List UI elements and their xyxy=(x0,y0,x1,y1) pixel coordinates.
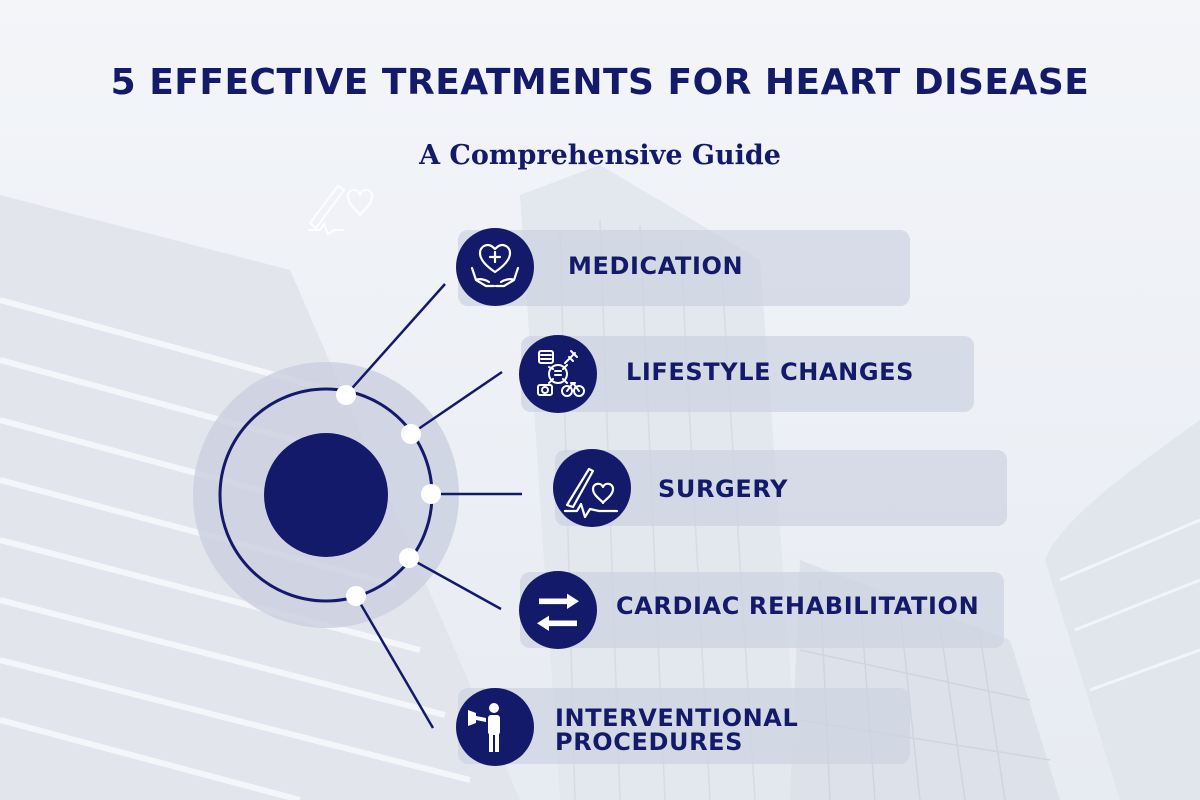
connector-interventional xyxy=(354,595,435,729)
treatment-badge-medication xyxy=(456,228,534,306)
arrows-exchange-icon xyxy=(537,593,579,631)
connector-medication xyxy=(345,283,446,396)
connector-lifestyle xyxy=(410,370,503,436)
lifestyle-icon xyxy=(537,350,585,397)
heart-hands-icon xyxy=(470,243,520,288)
scalpel-heart-icon xyxy=(563,467,619,519)
treatment-label-rehabilitation: CARDIAC REHABILITATION xyxy=(616,592,980,620)
treatment-label-lifestyle: LIFESTYLE CHANGES xyxy=(626,358,915,386)
treatment-badge-lifestyle xyxy=(519,335,597,413)
treatment-label-interventional-line2: PROCEDURES xyxy=(555,728,744,756)
faint-heart-doodle-icon xyxy=(308,184,374,236)
node-rehabilitation xyxy=(399,548,419,568)
page-subtitle: A Comprehensive Guide xyxy=(419,140,781,171)
hub-core xyxy=(264,433,388,557)
connector-rehabilitation xyxy=(408,556,502,611)
node-medication xyxy=(336,385,356,405)
treatment-label-surgery: SURGERY xyxy=(658,475,789,503)
treatment-label-medication: MEDICATION xyxy=(568,252,744,280)
person-megaphone-icon xyxy=(468,703,500,752)
treatment-badge-interventional xyxy=(456,688,534,766)
node-interventional xyxy=(346,586,366,606)
treatment-badge-surgery xyxy=(553,449,631,527)
treatment-badge-rehabilitation xyxy=(519,571,597,649)
node-lifestyle xyxy=(401,424,421,444)
page-title: 5 EFFECTIVE TREATMENTS FOR HEART DISEASE xyxy=(110,62,1090,103)
treatment-label-interventional-line1: INTERVENTIONAL xyxy=(555,704,799,732)
node-surgery xyxy=(421,484,441,504)
treatment-card-rehabilitation xyxy=(520,572,1004,648)
